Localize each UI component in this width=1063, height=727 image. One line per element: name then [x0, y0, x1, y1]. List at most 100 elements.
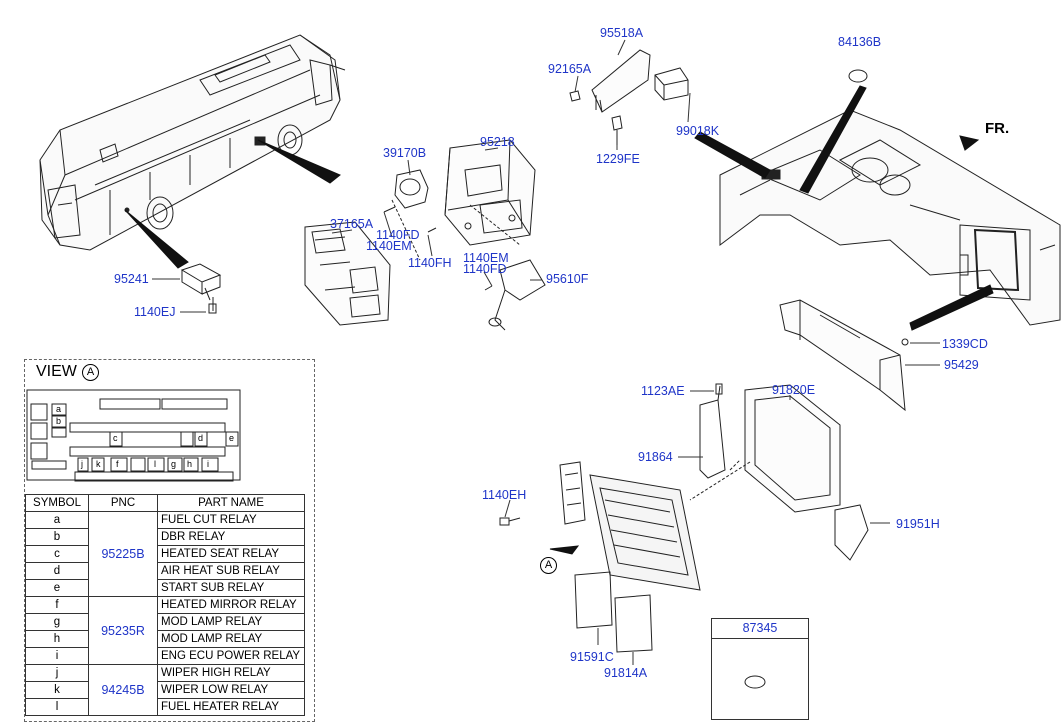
view-title-marker: A — [82, 364, 99, 381]
table-row: c HEATED SEAT RELAY — [25, 545, 305, 563]
table-row: j 94245B WIPER HIGH RELAY — [25, 664, 305, 716]
part-name-cell: START SUB RELAY — [157, 579, 305, 597]
pointer-grommet — [799, 85, 867, 194]
view-a-panel — [26, 389, 241, 482]
symbol-cell: f — [25, 596, 89, 614]
part-label-87345: 87345 — [712, 619, 808, 639]
part-label-1339CD: 1339CD — [942, 337, 988, 351]
part-name-cell: HEATED MIRROR RELAY — [157, 596, 305, 614]
front-arrow — [959, 135, 980, 151]
part-label-95218: 95218 — [480, 135, 515, 149]
symbol-cell: d — [25, 562, 89, 580]
table-row: h MOD LAMP RELAY — [25, 630, 305, 648]
pointer-relay — [694, 131, 771, 179]
part-name-cell: AIR HEAT SUB RELAY — [157, 562, 305, 580]
symbol-cell: e — [25, 579, 89, 597]
table-row: l FUEL HEATER RELAY — [25, 698, 305, 716]
header-part-name: PART NAME — [157, 494, 305, 512]
header-symbol: SYMBOL — [25, 494, 89, 512]
header-pnc: PNC — [88, 494, 158, 512]
part-label-91591C: 91591C — [570, 650, 614, 664]
part-name-cell: FUEL HEATER RELAY — [157, 698, 305, 716]
part-label-91951H: 91951H — [896, 517, 940, 531]
part-label-1140FD-lower: 1140FD — [463, 262, 507, 276]
part-label-91864: 91864 — [638, 450, 673, 464]
pnc-cell: 95235R — [88, 596, 158, 665]
pointer-bus-rear — [124, 209, 189, 269]
part-label-95610F: 95610F — [546, 272, 589, 286]
slot-letter: i — [207, 459, 209, 469]
symbol-cell: h — [25, 630, 89, 648]
front-direction-label: FR. — [985, 120, 1010, 137]
pnc-cell: 95225B — [88, 511, 158, 597]
slot-letter: d — [198, 433, 204, 443]
part-label-1140FD-upper: 1140FD — [376, 228, 420, 242]
table-row: i ENG ECU POWER RELAY — [25, 647, 305, 665]
part-name-cell: WIPER LOW RELAY — [157, 681, 305, 699]
part-label-1229FE: 1229FE — [596, 152, 640, 166]
grommet-87345 — [744, 675, 766, 689]
part-label-91814A: 91814A — [604, 666, 648, 680]
table-row: k WIPER LOW RELAY — [25, 681, 305, 699]
label-sheets-drawing — [574, 571, 653, 653]
part-name-cell: HEATED SEAT RELAY — [157, 545, 305, 563]
part-label-84136B: 84136B — [838, 35, 882, 49]
table-row: g MOD LAMP RELAY — [25, 613, 305, 631]
module-bracket-drawing — [304, 139, 546, 331]
symbol-cell: a — [25, 511, 89, 529]
view-a-marker: A — [540, 557, 557, 574]
part-name-cell: DBR RELAY — [157, 528, 305, 546]
fuse-panel-drawing — [499, 461, 701, 591]
part-label-1123AE: 1123AE — [641, 384, 685, 398]
part-label-95429: 95429 — [944, 358, 979, 372]
parts-table: SYMBOL PNC PART NAME a 95225B FUEL CUT R… — [25, 494, 305, 716]
pointer-bus-front — [257, 139, 341, 184]
table-row: b DBR RELAY — [25, 528, 305, 546]
view-a-arrow — [549, 545, 580, 555]
symbol-cell: j — [25, 664, 89, 682]
part-name-cell: FUEL CUT RELAY — [157, 511, 305, 529]
symbol-cell: k — [25, 681, 89, 699]
part-label-1140FH: 1140FH — [408, 256, 452, 270]
slot-letter: e — [229, 433, 235, 443]
table-row: a 95225B FUEL CUT RELAY — [25, 511, 305, 597]
box-91820E-drawing — [689, 383, 869, 561]
table-header-row: SYMBOL PNC PART NAME — [25, 494, 305, 512]
table-row: e START SUB RELAY — [25, 579, 305, 597]
symbol-cell: i — [25, 647, 89, 665]
table-row: d AIR HEAT SUB RELAY — [25, 562, 305, 580]
view-a-frame — [24, 359, 315, 722]
part-label-91820E: 91820E — [772, 383, 816, 397]
part-name-cell: ENG ECU POWER RELAY — [157, 647, 305, 665]
view-title: VIEW — [36, 363, 77, 380]
part-label-1140EM-upper: 1140EM — [366, 239, 412, 253]
slot-letter: f — [116, 459, 119, 469]
symbol-cell: g — [25, 613, 89, 631]
part-name-cell: MOD LAMP RELAY — [157, 630, 305, 648]
callout-87345: 87345 — [711, 618, 809, 720]
pointer-module — [909, 284, 994, 331]
slot-letter: k — [96, 459, 101, 469]
part-name-cell: MOD LAMP RELAY — [157, 613, 305, 631]
part-name-cell: WIPER HIGH RELAY — [157, 664, 305, 682]
bus-illustration — [39, 34, 346, 251]
slot-letter: j — [81, 459, 83, 469]
symbol-cell: l — [25, 698, 89, 716]
part-label-95518A: 95518A — [600, 26, 644, 40]
grommet-84136B — [848, 69, 868, 83]
symbol-cell: c — [25, 545, 89, 563]
relay-95241-drawing — [180, 263, 222, 314]
dashboard-drawing — [719, 109, 1061, 326]
slot-letter: b — [56, 416, 62, 426]
part-label-37165A: 37165A — [330, 217, 374, 231]
part-label-92165A: 92165A — [548, 62, 592, 76]
slot-letter: h — [187, 459, 193, 469]
part-label-1140EJ: 1140EJ — [134, 305, 176, 319]
part-label-95241: 95241 — [114, 272, 149, 286]
pnc-cell: 94245B — [88, 664, 158, 716]
slot-letter: l — [154, 459, 156, 469]
table-row: f 95235R HEATED MIRROR RELAY — [25, 596, 305, 665]
part-label-99018K: 99018K — [676, 124, 720, 138]
slot-letter: g — [171, 459, 177, 469]
